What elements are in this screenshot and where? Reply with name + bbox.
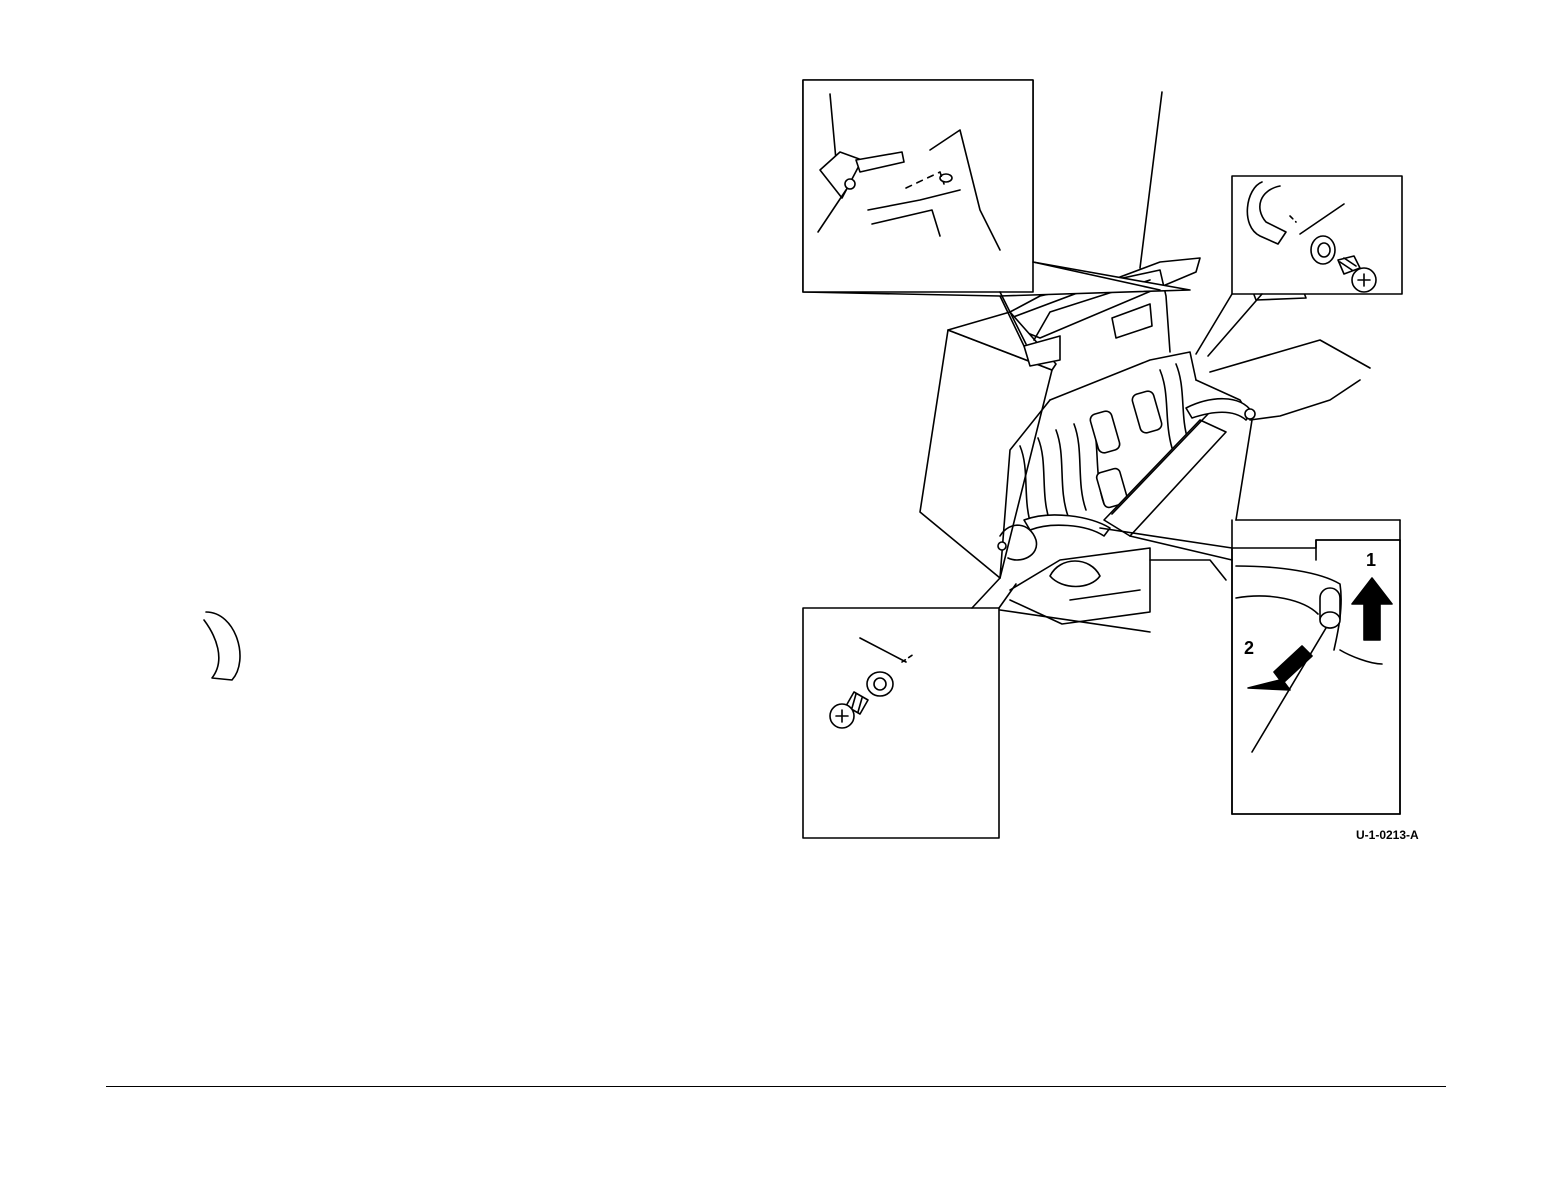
washer-icon xyxy=(1311,236,1335,264)
lift-pin-icon xyxy=(1320,588,1340,628)
callout-1: 1 xyxy=(1366,550,1376,570)
page-divider xyxy=(106,1086,1446,1087)
figure-code: U-1-0213-A xyxy=(1356,828,1419,842)
inset-cover-detail xyxy=(803,80,1190,346)
callout-2: 2 xyxy=(1244,638,1254,658)
washer-icon xyxy=(867,672,893,696)
inset-rear-screw xyxy=(1196,176,1402,356)
inset-lift-instruction xyxy=(1100,520,1400,814)
